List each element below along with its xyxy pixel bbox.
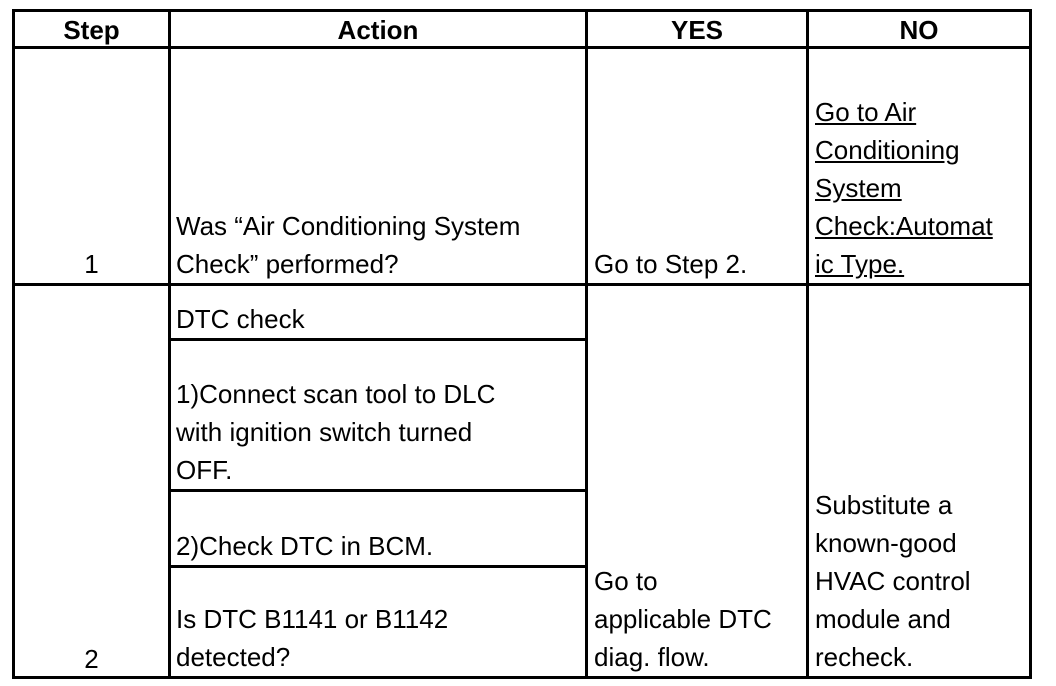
step-number-2: 2 [15, 286, 168, 678]
header-yes: YES [670, 15, 724, 45]
table-border-right [1029, 9, 1032, 679]
header-divider [12, 46, 1032, 49]
action-2-question-line-2: detected? [176, 642, 291, 672]
action-2-title-cell: DTC check [176, 286, 585, 338]
header-step: Step [63, 15, 120, 45]
no-2-line-5: recheck. [815, 642, 914, 672]
action-2-step1-line-3: OFF. [176, 455, 233, 485]
action-cell-1: Was “Air Conditioning System Check” perf… [176, 49, 585, 283]
yes-cell-1: Go to Step 2. [594, 49, 806, 283]
action-subdivider-3 [168, 565, 588, 568]
column-divider-yes [806, 9, 809, 679]
no-2-line-3: HVAC control [815, 566, 971, 596]
no-1-line-3[interactable]: System [815, 173, 902, 203]
row-divider [12, 283, 1032, 286]
yes-cell-2: Go to applicable DTC diag. flow. [594, 286, 806, 676]
action-2-step2-cell: 2)Check DTC in BCM. [176, 492, 585, 565]
no-cell-2: Substitute a known-good HVAC control mod… [815, 286, 1029, 676]
header-no: NO [899, 15, 939, 45]
action-2-title: DTC check [176, 304, 305, 334]
no-2-line-4: module and [815, 604, 951, 634]
action-2-question-cell: Is DTC B1141 or B1142 detected? [176, 568, 585, 676]
yes-1-text: Go to Step 2. [594, 249, 748, 279]
action-1-line-2: Check” performed? [176, 249, 399, 279]
header-action: Action [337, 15, 419, 45]
no-cell-1-link[interactable]: Go to Air Conditioning System Check:Auto… [815, 49, 1029, 283]
action-2-step1-cell: 1)Connect scan tool to DLC with ignition… [176, 341, 585, 489]
action-2-step1-line-2: with ignition switch turned [176, 417, 473, 447]
no-1-line-2[interactable]: Conditioning [815, 135, 960, 165]
table-border-left [12, 9, 15, 679]
action-2-question-line-1: Is DTC B1141 or B1142 [176, 604, 449, 634]
yes-2-line-3: diag. flow. [594, 642, 710, 672]
action-2-step2: 2)Check DTC in BCM. [176, 531, 434, 561]
action-subdivider-2 [168, 489, 588, 492]
no-2-line-2: known-good [815, 528, 957, 558]
action-2-step1-line-1: 1)Connect scan tool to DLC [176, 379, 496, 409]
column-divider-step [168, 9, 171, 679]
step-number-1: 1 [15, 49, 168, 283]
action-subdivider-1 [168, 338, 588, 341]
no-2-line-1: Substitute a [815, 490, 953, 520]
step-number-2-text: 2 [84, 644, 99, 674]
action-1-line-1: Was “Air Conditioning System [176, 211, 521, 241]
yes-2-line-2: applicable DTC [594, 604, 772, 634]
column-divider-action [585, 9, 588, 679]
step-number-1-text: 1 [84, 249, 99, 279]
no-1-line-1[interactable]: Go to Air [815, 97, 917, 127]
yes-2-line-1: Go to [594, 566, 658, 596]
no-1-line-4[interactable]: Check:Automat [815, 211, 993, 241]
no-1-line-5[interactable]: ic Type. [815, 249, 905, 279]
table-border-top [12, 9, 1032, 12]
table-border-bottom [12, 676, 1032, 679]
